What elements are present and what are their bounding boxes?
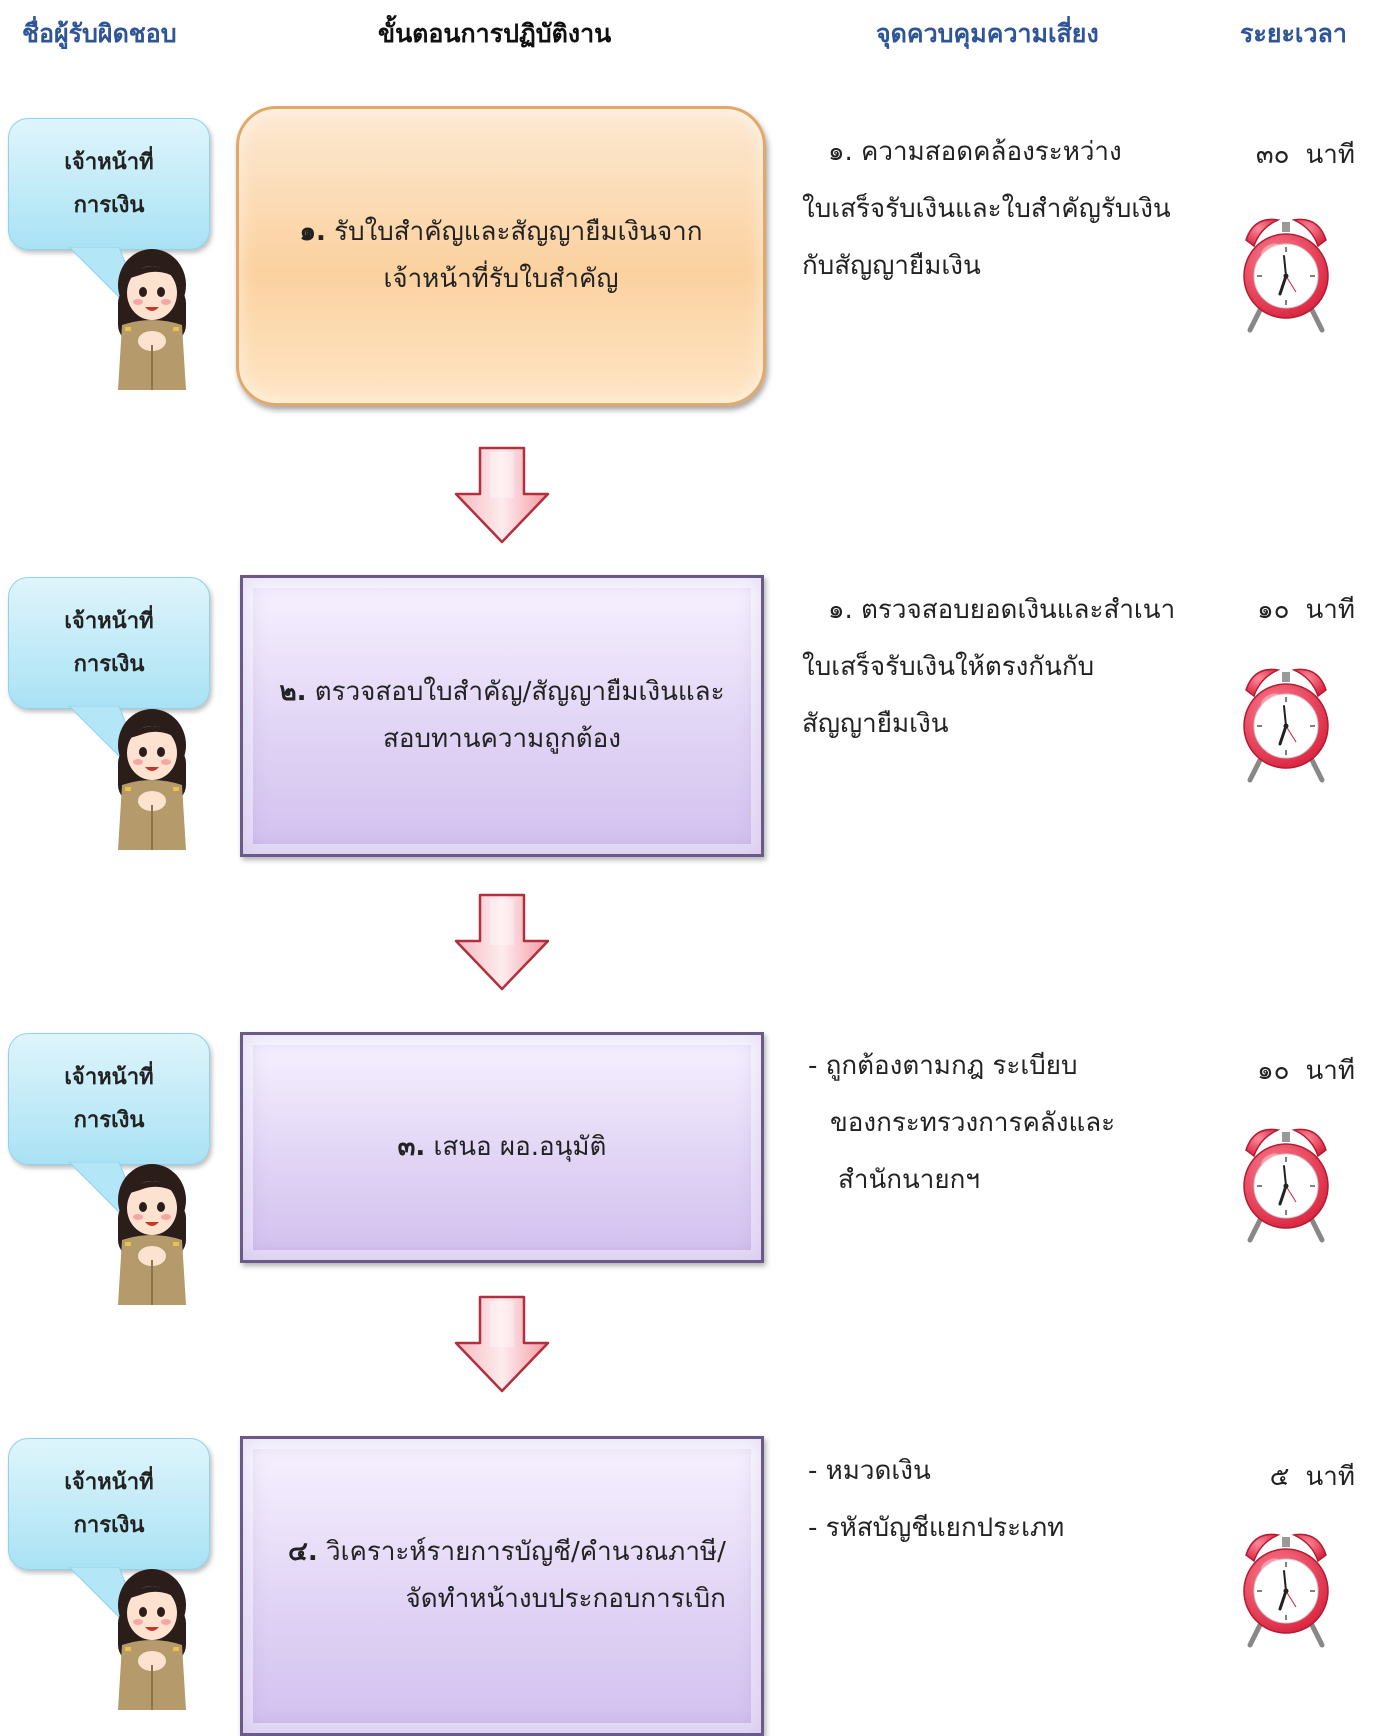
duration-value: ๑๐ [1257, 1056, 1290, 1086]
header-duration: ระยะเวลา [1240, 19, 1347, 48]
staff-avatar-icon [117, 708, 187, 850]
risk-line: สัญญายืมเงิน [802, 709, 949, 739]
header-procedure: ขั้นตอนการปฏิบัติงาน [378, 19, 612, 48]
duration-step-1: ๓๐ นาที [1256, 134, 1355, 175]
down-arrow-icon [454, 893, 550, 991]
risk-control-step-1: ๑. ความสอดคล้องระหว่าง ใบเสร็จรับเงินและ… [802, 124, 1171, 295]
role-line1: เจ้าหน้าที่ [64, 609, 154, 634]
step-text-line1: เสนอ ผอ.อนุมัติ [433, 1132, 607, 1162]
header-risk-control: จุดควบคุมความเสี่ยง [876, 19, 1099, 48]
step-text-line2: เจ้าหน้าที่รับใบสำคัญ [383, 264, 619, 294]
step-number: ๑. [299, 217, 326, 247]
risk-control-step-3: - ถูกต้องตามกฎ ระเบียบ ของกระทรวงการคลัง… [808, 1038, 1115, 1209]
staff-avatar-icon [117, 1163, 187, 1305]
step-number: ๔. [288, 1537, 318, 1567]
duration-value: ๓๐ [1255, 140, 1290, 170]
step-box-2: ๒. ตรวจสอบใบสำคัญ/สัญญายืมเงินและ สอบทาน… [240, 575, 764, 857]
role-line2: การเงิน [73, 652, 145, 677]
risk-line: ใบเสร็จรับเงินให้ตรงกันกับ [802, 652, 1095, 682]
duration-step-4: ๕ นาที [1270, 1456, 1355, 1497]
role-bubble-step-4: เจ้าหน้าที่ การเงิน [8, 1438, 210, 1638]
role-line1: เจ้าหน้าที่ [64, 1470, 154, 1495]
step-text-line1: ตรวจสอบใบสำคัญ/สัญญายืมเงินและ [314, 677, 725, 707]
role-bubble-step-2: เจ้าหน้าที่ การเงิน [8, 577, 210, 777]
role-bubble-step-3: เจ้าหน้าที่ การเงิน [8, 1033, 210, 1233]
step-box-1: ๑. รับใบสำคัญและสัญญายืมเงินจาก เจ้าหน้า… [236, 106, 766, 406]
role-line1: เจ้าหน้าที่ [64, 1065, 154, 1090]
duration-unit: นาที [1305, 1462, 1355, 1492]
risk-line: - รหัสบัญชีแยกประเภท [808, 1513, 1065, 1543]
staff-avatar-icon [117, 248, 187, 390]
down-arrow-icon [454, 446, 550, 544]
header-responsible: ชื่อผู้รับผิดชอบ [22, 19, 177, 48]
step-text-line1: วิเคราะห์รายการบัญชี/คำนวณภาษี/ [325, 1537, 726, 1567]
role-bubble-step-1: เจ้าหน้าที่ การเงิน [8, 118, 210, 318]
alarm-clock-icon [1236, 660, 1336, 790]
risk-line: ของกระทรวงการคลังและ [830, 1108, 1116, 1138]
duration-value: ๑๐ [1257, 595, 1290, 625]
duration-unit: นาที [1305, 140, 1355, 170]
risk-line: ๑. ตรวจสอบยอดเงินและสำเนา [828, 595, 1176, 625]
duration-value: ๕ [1269, 1462, 1290, 1492]
risk-line: กับสัญญายืมเงิน [802, 251, 981, 281]
staff-avatar-icon [117, 1568, 187, 1710]
step-box-4: ๔. วิเคราะห์รายการบัญชี/คำนวณภาษี/ จัดทำ… [240, 1436, 764, 1736]
risk-line: สำนักนายกฯ [838, 1165, 980, 1195]
step-number: ๓. [397, 1132, 426, 1162]
role-line1: เจ้าหน้าที่ [64, 150, 154, 175]
risk-line: - ถูกต้องตามกฎ ระเบียบ [808, 1051, 1078, 1081]
risk-control-step-4: - หมวดเงิน - รหัสบัญชีแยกประเภท [808, 1443, 1064, 1557]
role-line2: การเงิน [73, 193, 145, 218]
role-line2: การเงิน [73, 1108, 145, 1133]
down-arrow-icon [454, 1295, 550, 1393]
step-text-line2: จัดทำหน้างบประกอบการเบิก [405, 1584, 726, 1614]
step-number: ๒. [279, 677, 307, 707]
risk-line: ๑. ความสอดคล้องระหว่าง [828, 137, 1122, 167]
duration-unit: นาที [1305, 1056, 1355, 1086]
alarm-clock-icon [1236, 1525, 1336, 1655]
step-box-3: ๓. เสนอ ผอ.อนุมัติ [240, 1032, 764, 1263]
role-line2: การเงิน [73, 1513, 145, 1538]
duration-step-3: ๑๐ นาที [1257, 1050, 1355, 1091]
step-text-line2: สอบทานความถูกต้อง [383, 724, 621, 754]
risk-line: ใบเสร็จรับเงินและใบสำคัญรับเงิน [802, 194, 1171, 224]
alarm-clock-icon [1236, 1120, 1336, 1250]
risk-line: - หมวดเงิน [808, 1456, 931, 1486]
step-text-line1: รับใบสำคัญและสัญญายืมเงินจาก [334, 217, 703, 247]
alarm-clock-icon [1236, 210, 1336, 340]
risk-control-step-2: ๑. ตรวจสอบยอดเงินและสำเนา ใบเสร็จรับเงิน… [802, 582, 1175, 753]
duration-step-2: ๑๐ นาที [1257, 589, 1355, 630]
duration-unit: นาที [1305, 595, 1355, 625]
